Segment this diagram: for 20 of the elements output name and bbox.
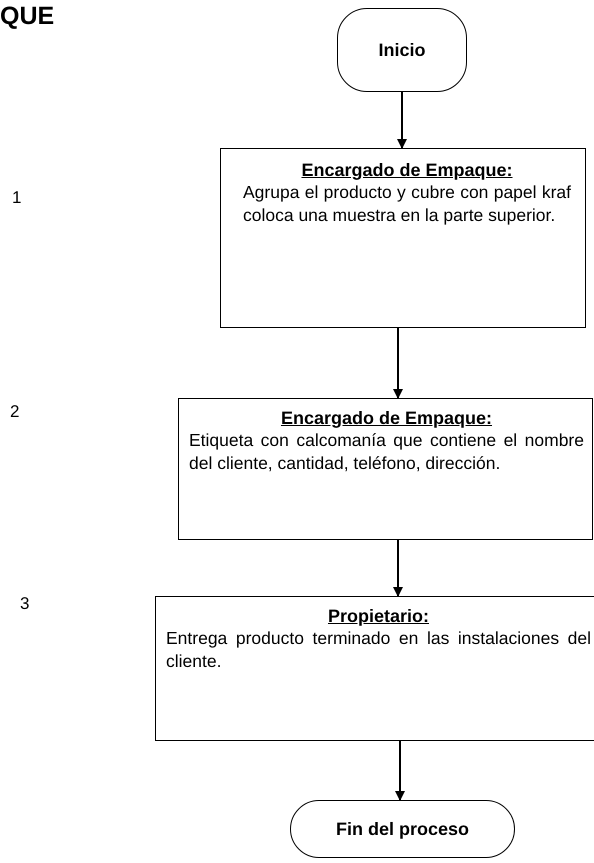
terminal-shape: [337, 8, 467, 92]
role-heading: Propietario:: [326, 605, 430, 627]
step-number: 3: [20, 594, 30, 614]
step-description: Entrega producto terminado en las instalaciones del cliente.: [166, 627, 591, 673]
arrow: [395, 741, 405, 801]
step-description: Agrupa el producto y cubre con papel kraf coloca una muestra en la parte superior.: [243, 181, 571, 227]
step-number: 1: [12, 188, 22, 208]
process-box: [220, 148, 586, 328]
process-box: [178, 398, 593, 540]
terminal-label: Inicio: [378, 40, 426, 60]
process-box: [155, 596, 594, 741]
role-heading: Encargado de Empaque:: [300, 159, 514, 181]
arrow: [397, 92, 407, 149]
role-heading: Encargado de Empaque:: [280, 407, 494, 429]
step-description: Etiqueta con calcomanía que contiene el nombre del cliente, cantidad, teléfono, dirección.: [189, 429, 584, 475]
terminal-label: Fin del proceso: [336, 818, 470, 840]
title: QUE: [0, 2, 54, 31]
arrow: [393, 540, 403, 597]
arrow: [393, 328, 403, 399]
step-number: 2: [10, 402, 20, 422]
